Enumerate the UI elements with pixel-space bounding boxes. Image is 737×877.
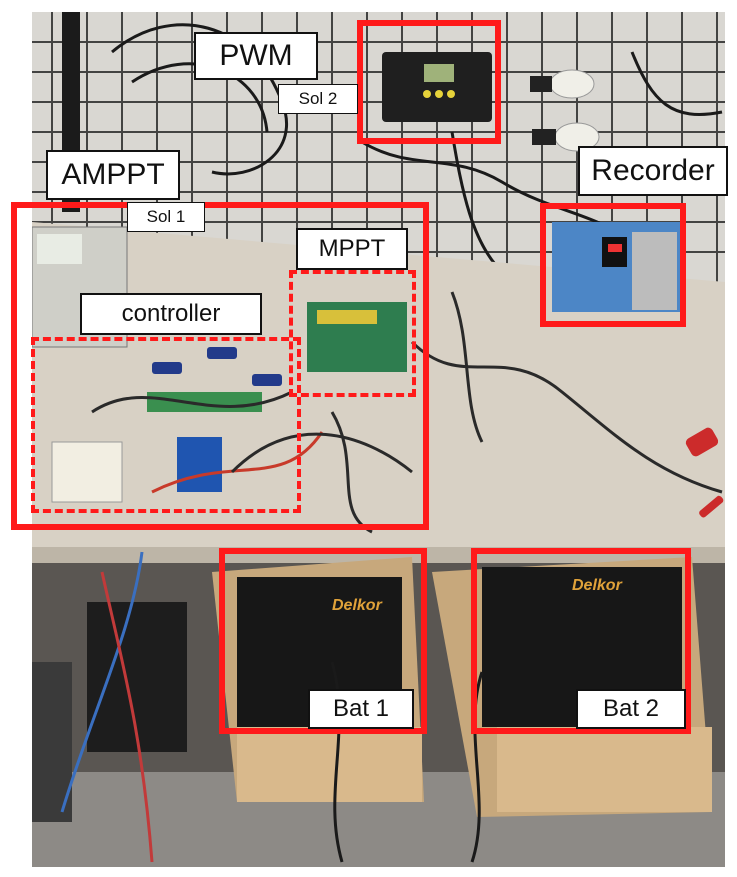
- sol1-label: Sol 1: [127, 202, 205, 232]
- recorder-label: Recorder: [578, 146, 728, 196]
- controller-label: controller: [80, 293, 262, 335]
- bat2-label: Bat 2: [576, 689, 686, 729]
- svg-text:Delkor: Delkor: [572, 577, 623, 594]
- recorder-highlight-box: [540, 203, 686, 327]
- bat1-label: Bat 1: [308, 689, 414, 729]
- controller-dashed-box: [31, 337, 301, 513]
- bat1-highlight-box: [219, 548, 427, 734]
- sol2-label: Sol 2: [278, 84, 358, 114]
- bat2-highlight-box: [471, 548, 691, 734]
- mppt-label: MPPT: [296, 228, 408, 270]
- mppt-dashed-box: [289, 270, 416, 397]
- pwm-label: PWM: [194, 32, 318, 80]
- amppt-highlight-box: [11, 202, 429, 530]
- svg-text:Delkor: Delkor: [332, 597, 383, 614]
- amppt-label: AMPPT: [46, 150, 180, 200]
- pwm-highlight-box: [357, 20, 501, 144]
